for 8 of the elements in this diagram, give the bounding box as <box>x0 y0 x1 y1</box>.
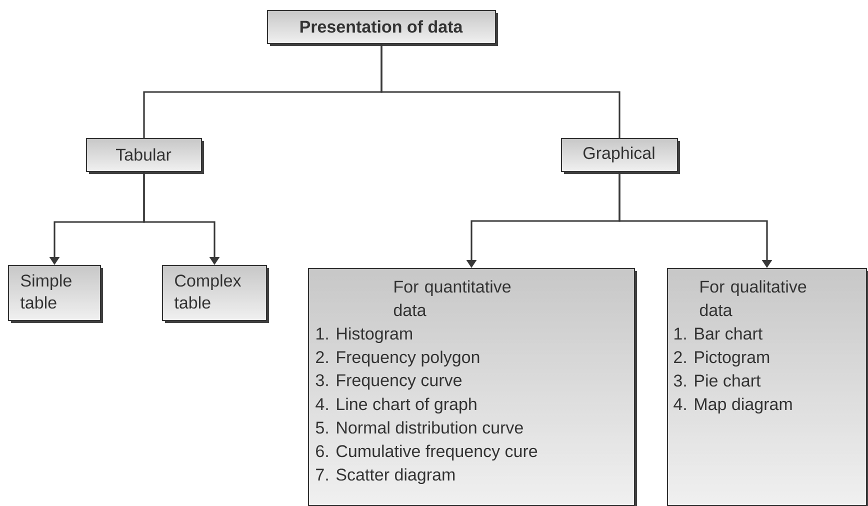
category-box: Complex table <box>162 265 269 323</box>
category-box: Graphical <box>561 138 680 174</box>
connector-line <box>380 44 620 138</box>
category-box: Tabular <box>86 138 204 174</box>
category-box: Simple table <box>8 265 103 323</box>
list-box: For quantitative data 1. Histogram 2. Frequency polygon 3. Frequency curve 4. Line chart of graph 5. Normal distribution curve 6. Cumulative frequency cure 7. Scatter diagram <box>308 268 637 506</box>
list-box: For qualitative data 1. Bar chart 2. Pictogram 3. Pie chart 4. Map diagram <box>667 268 868 506</box>
category-box: Presentation of data <box>267 10 498 46</box>
